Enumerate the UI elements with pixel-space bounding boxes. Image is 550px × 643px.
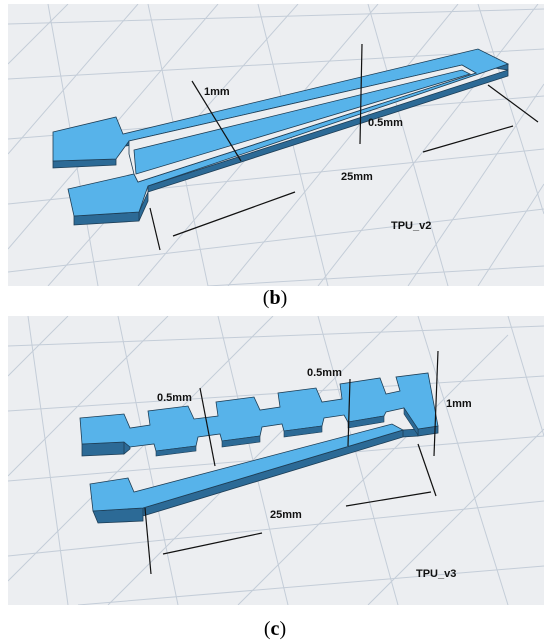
dimension-lines (149, 43, 539, 251)
part-pad-shadows (155, 407, 419, 457)
tpu-v2-part (52, 48, 510, 226)
caption-b-open: ( (262, 287, 270, 309)
panel-c-scene (8, 316, 544, 605)
part-top-face (52, 48, 510, 217)
caption-b: (b) (0, 287, 550, 310)
gap-label: 0.5mm (368, 117, 403, 129)
length-label: 25mm (270, 509, 302, 521)
caption-c-open: ( (263, 618, 271, 640)
caption-c-close: ) (279, 618, 287, 640)
length-label: 25mm (341, 171, 373, 183)
caption-b-letter: b (269, 287, 281, 309)
panel-b-scene (8, 4, 544, 286)
thickness-label: 1mm (204, 86, 230, 98)
caption-b-close: ) (280, 287, 288, 309)
panel-b: 1mm 0.5mm 25mm TPU_v2 (8, 4, 544, 286)
dimension-lines (144, 350, 439, 575)
panel-c: 0.5mm 0.5mm 1mm 25mm TPU_v3 (8, 316, 544, 605)
gap-label-left: 0.5mm (157, 392, 192, 404)
tpu-v3-part (79, 372, 439, 524)
caption-c: (c) (0, 618, 550, 641)
thickness-label: 1mm (446, 398, 472, 410)
gap-label-right: 0.5mm (307, 367, 342, 379)
part-side-faces (81, 425, 439, 524)
model-name-label: TPU_v2 (391, 220, 432, 232)
model-name-label: TPU_v3 (416, 568, 457, 580)
part-lower-arm (89, 423, 405, 512)
part-upper-arm (79, 372, 439, 452)
caption-c-letter: c (270, 618, 280, 640)
